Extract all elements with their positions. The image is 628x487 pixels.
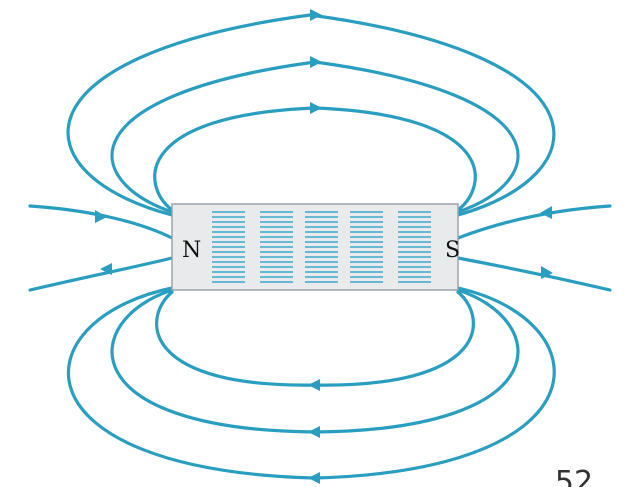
field-line-lower-inner: [157, 292, 474, 385]
arrow-icon: [310, 9, 322, 21]
arrow-icon: [308, 472, 320, 484]
field-line-left-bottom: [30, 258, 172, 290]
south-pole-label: S: [445, 238, 460, 263]
arrow-icon: [310, 56, 322, 68]
field-line-lower-middle: [112, 290, 518, 432]
field-line-right-top: [458, 206, 610, 238]
arrow-icon: [95, 210, 107, 223]
arrow-icon: [308, 379, 320, 391]
north-pole-label: N: [182, 238, 201, 263]
field-line-left-top: [30, 206, 172, 238]
field-line-lower-outer: [68, 288, 554, 478]
arrow-icon: [540, 206, 552, 219]
page-number: 52: [555, 465, 593, 487]
arrow-icon: [310, 102, 322, 114]
field-line-upper-middle: [112, 62, 518, 212]
arrow-icon: [308, 426, 320, 438]
field-line-right-bottom: [458, 258, 610, 290]
field-line-upper-inner: [155, 108, 476, 210]
magnet-hatching: [212, 212, 431, 282]
